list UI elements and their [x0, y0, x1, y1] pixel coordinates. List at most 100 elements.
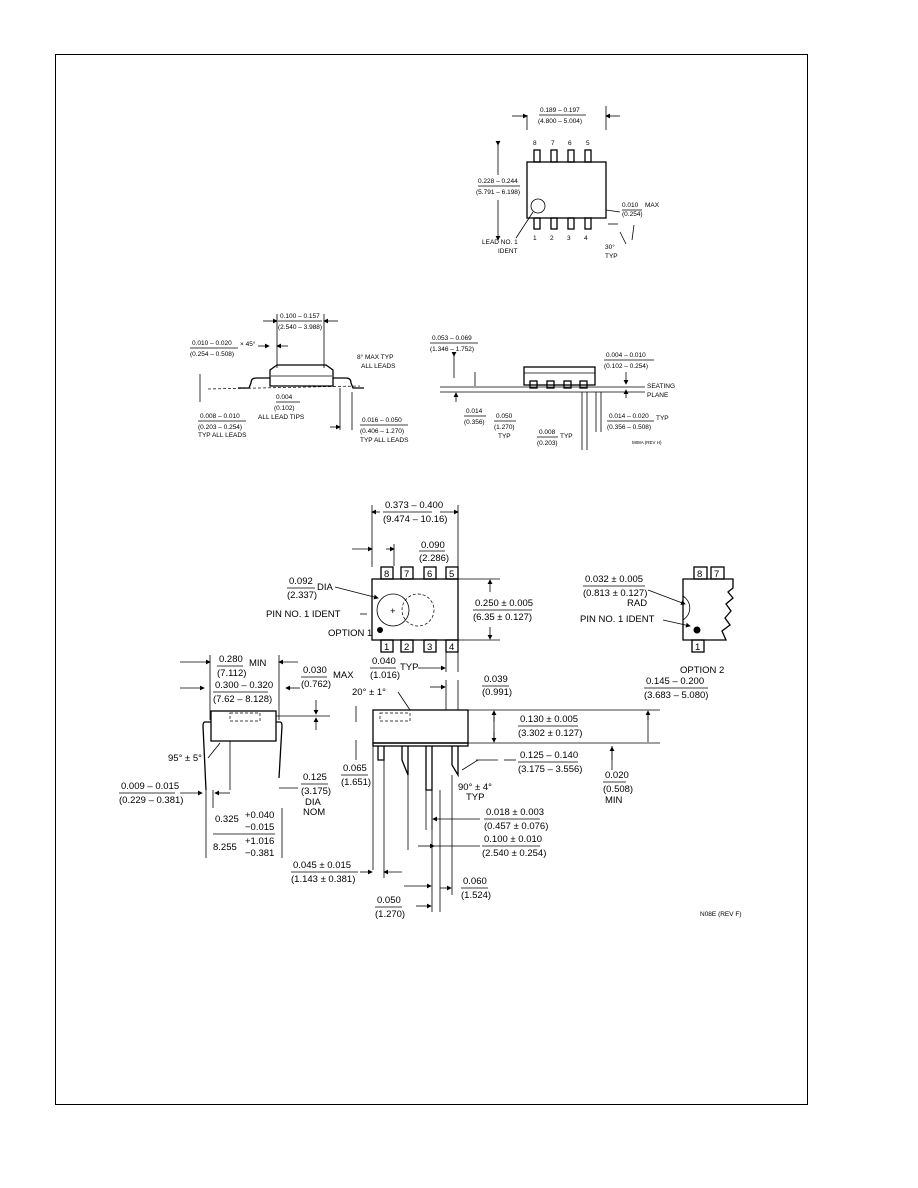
- dip-side-050: 0.050: [377, 895, 401, 906]
- dip-end-325-minus: −0.015: [245, 822, 274, 833]
- so8-front-leadw2-mm: (0.356 – 0.508): [607, 424, 651, 431]
- so8-front-standoff-mm: (0.102 – 0.254): [604, 363, 648, 370]
- so8-lead-thk-mm: (0.203 – 0.254): [198, 424, 242, 431]
- opt2-rad: 0.032 ± 0.005: [585, 574, 643, 585]
- dip-side-145: 0.145 – 0.200: [646, 676, 704, 687]
- so8-top-view: 0.189 – 0.197 (4.800 – 5.004) 8 7 6 5 1 …: [476, 106, 660, 260]
- so8-pin-8: 8: [533, 140, 537, 147]
- dip-d040-mm: (1.016): [370, 670, 400, 681]
- so8-front-leadw: 0.014: [466, 408, 483, 415]
- opt2-label: OPTION 2: [680, 665, 724, 676]
- so8-corner-max: MAX: [645, 202, 660, 209]
- dip-side-020-mm: (0.508): [603, 784, 633, 795]
- dip-side-130-mm: (3.302 ± 0.127): [518, 728, 582, 739]
- so8-side-angle-leads: ALL LEADS: [361, 363, 396, 370]
- dip-end-325: 0.325: [215, 814, 239, 825]
- dip-side-050-mm: (1.270): [375, 909, 405, 920]
- so8-top-width-dim: 0.189 – 0.197: [540, 107, 580, 114]
- dip-end-009: 0.009 – 0.015: [121, 781, 179, 792]
- dip-d090-mm: (2.286): [419, 553, 449, 564]
- dip-width: 0.250 ± 0.005: [475, 598, 533, 609]
- dip-side-018-mm: (0.457 ± 0.076): [484, 821, 548, 832]
- dip-width-mm: (6.35 ± 0.127): [473, 612, 532, 623]
- dip-end-125: 0.125: [303, 772, 327, 783]
- so8-side-view: 0.100 – 0.157 (2.540 – 3.988) 0.010 – 0.…: [190, 313, 409, 444]
- dip-end-325-plus: +0.040: [245, 810, 274, 821]
- so8-front-leadw2-typ: TYP: [656, 415, 669, 422]
- so8-front-w8-mm: (0.203): [537, 440, 558, 447]
- dip-length: 0.373 – 0.400: [385, 500, 443, 511]
- dip-dia-mm: (2.337): [287, 590, 317, 601]
- dip-pin-7: 7: [404, 569, 409, 580]
- dip-side-039: 0.039: [484, 674, 508, 685]
- dip-end-125-mm: (3.175): [301, 786, 331, 797]
- so8-chamfer: 0.010 – 0.020: [192, 340, 232, 347]
- dip-end-280-mm: (7.112): [217, 668, 246, 679]
- dip-pin-6: 6: [427, 569, 432, 580]
- so8-lead-thk-label: TYP ALL LEADS: [198, 432, 247, 439]
- so8-tips: 0.004: [276, 394, 293, 401]
- so8-chamfer-mm: (0.254 – 0.508): [190, 351, 234, 358]
- dip-side-039-mm: (0.991): [482, 687, 512, 698]
- opt2-pin-7: 7: [714, 569, 719, 580]
- page-frame: [55, 54, 808, 1105]
- so8-pin-5: 5: [586, 140, 590, 147]
- dip-side-020: 0.020: [605, 770, 629, 781]
- dip-end-angle: 95° ± 5°: [168, 753, 202, 764]
- dip-end-030-max: MAX: [333, 670, 354, 681]
- dip-side-060: 0.060: [463, 876, 487, 887]
- dip-end-325-mmminus: −0.381: [245, 848, 274, 859]
- dip-dia-label: DIA: [317, 582, 334, 593]
- dip-pin-1: 1: [384, 642, 389, 653]
- dip-end-280-min: MIN: [249, 658, 267, 669]
- dip-d040-typ: TYP: [400, 662, 418, 673]
- so8-foot-label: TYP ALL LEADS: [360, 437, 409, 444]
- so8-lead-ident-2: IDENT: [498, 248, 518, 255]
- so8-front-view: 0.053 – 0.069 (1.346 – 1.752) 0.004 – 0.…: [430, 335, 675, 450]
- so8-front-leadw2: 0.014 – 0.020: [609, 413, 649, 420]
- dip-end-300: 0.300 – 0.320: [215, 680, 273, 691]
- so8-seating-plane: PLANE: [647, 392, 669, 399]
- so8-tips-mm: (0.102): [274, 405, 295, 412]
- dip-end-300-mm: (7.62 – 8.128): [213, 694, 272, 705]
- dip-side-100: 0.100 ± 0.010: [484, 834, 542, 845]
- so8-front-standoff: 0.004 – 0.010: [606, 352, 646, 359]
- so8-pin-6: 6: [568, 140, 572, 147]
- dip-top-view: 0.373 – 0.400 (9.474 – 10.16) 0.090 (2.2…: [266, 500, 533, 681]
- dip-end-009-mm: (0.229 – 0.381): [119, 795, 183, 806]
- so8-seating: SEATING: [647, 383, 675, 390]
- opt2-ident: PIN NO. 1 IDENT: [580, 614, 655, 625]
- dip-side-145-mm: (3.683 – 5.080): [644, 690, 708, 701]
- dip-end-325-mm: 8.255: [213, 842, 237, 853]
- dip-side-065-mm: (1.651): [341, 777, 371, 788]
- so8-lead-ident: LEAD NO. 1: [482, 239, 518, 246]
- dip-length-mm: (9.474 – 10.16): [383, 514, 447, 525]
- dip-end-030: 0.030: [303, 665, 327, 676]
- so8-foot-mm: (0.406 – 1.270): [360, 428, 404, 435]
- dip-pin-8: 8: [384, 569, 389, 580]
- dip-side-angle: 20° ± 1°: [352, 687, 386, 698]
- opt2-rad-label: RAD: [627, 598, 647, 609]
- so8-foot: 0.016 – 0.050: [362, 417, 402, 424]
- dip-side-018: 0.018 ± 0.003: [486, 807, 544, 818]
- dip-side-045: 0.045 ± 0.015: [293, 860, 351, 871]
- dip-option2: 0.032 ± 0.005 (0.813 ± 0.127) RAD PIN NO…: [580, 566, 734, 676]
- dip-d040: 0.040: [372, 656, 396, 667]
- so8-pin-1: 1: [533, 235, 537, 242]
- opt2-pin-1: 1: [695, 642, 700, 653]
- so8-front-pitch-typ: TYP: [498, 433, 511, 440]
- dip-d090: 0.090: [421, 540, 445, 551]
- dip-side-90-typ: TYP: [466, 792, 484, 803]
- so8-front-overall-mm: (1.346 – 1.752): [430, 346, 474, 353]
- dip-ref: N08E (REV F): [700, 911, 742, 918]
- opt2-pin-8: 8: [697, 569, 702, 580]
- opt2-rad-mm: (0.813 ± 0.127): [583, 588, 647, 599]
- dip-end-030-mm: (0.762): [301, 679, 331, 690]
- dip-side-90: 90° ± 4°: [458, 782, 492, 793]
- dip-end-325-mmplus: +1.016: [245, 836, 274, 847]
- dip-option1: OPTION 1: [328, 628, 372, 639]
- so8-tips-label: ALL LEAD TIPS: [258, 414, 305, 421]
- so8-side-height: 0.100 – 0.157: [280, 313, 320, 320]
- so8-ref: M08A (REV H): [632, 440, 662, 445]
